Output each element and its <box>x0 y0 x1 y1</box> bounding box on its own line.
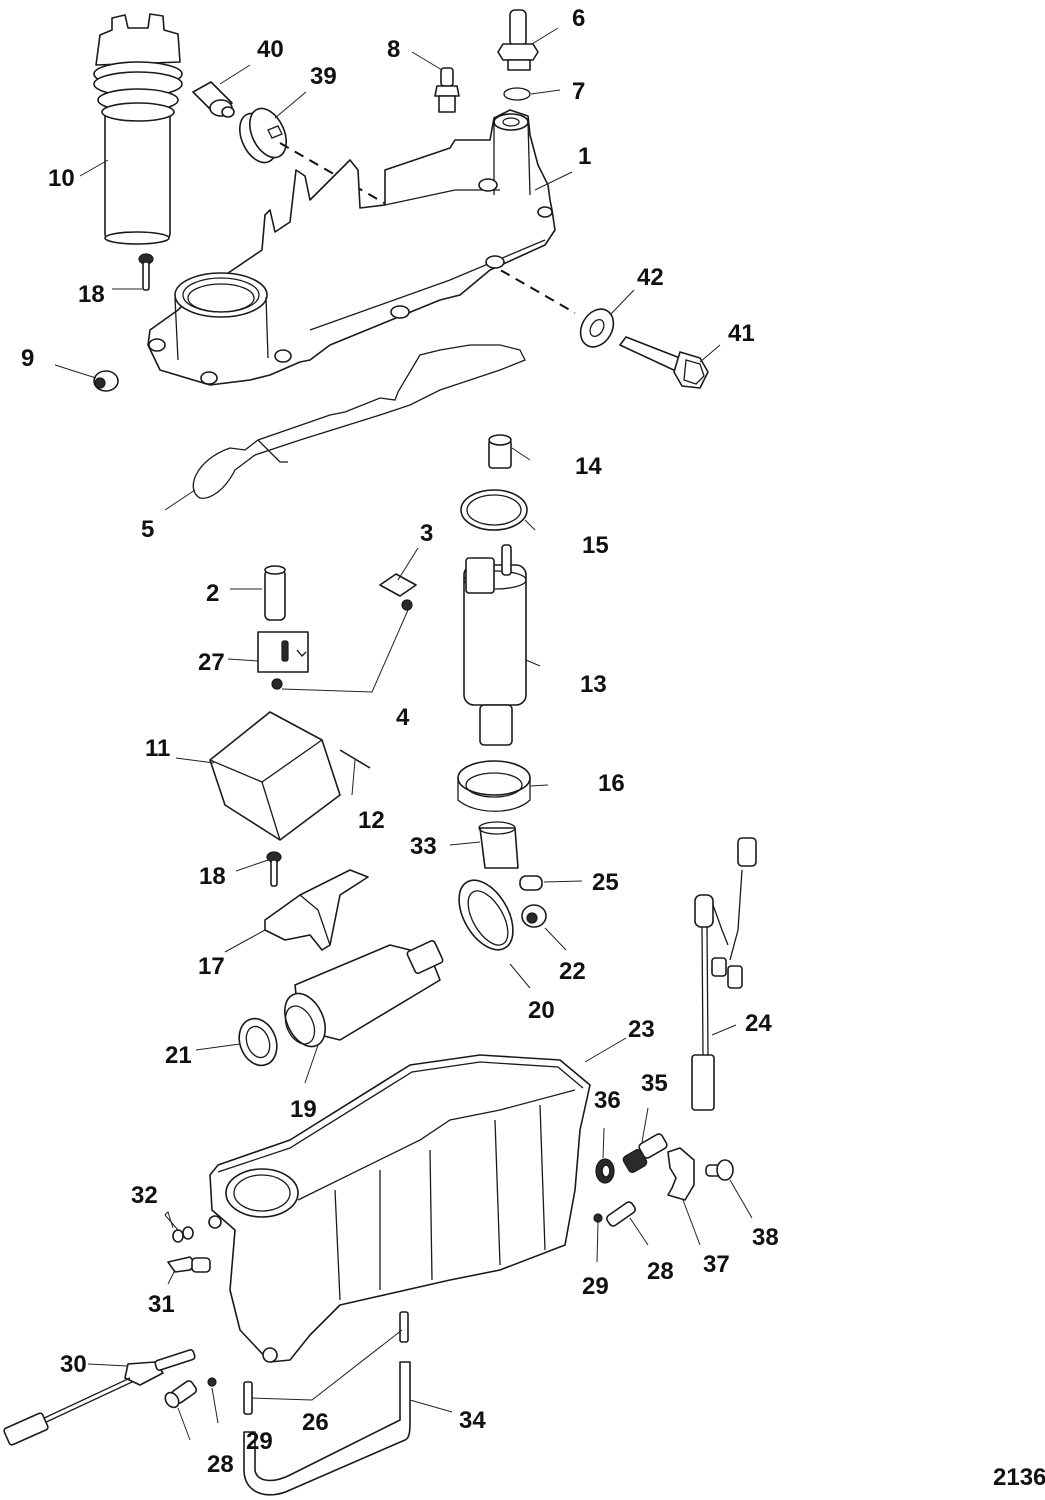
spacer-part <box>488 434 512 469</box>
flat-washer-part <box>238 1017 278 1067</box>
washer-part <box>579 308 615 348</box>
callout-16: 16 <box>598 770 625 797</box>
barb-fitting-part <box>243 1311 409 1415</box>
callout-30: 30 <box>60 1351 87 1378</box>
callout-2: 2 <box>206 580 219 607</box>
callout-39: 39 <box>310 63 337 90</box>
callout-37: 37 <box>703 1251 730 1278</box>
callout-32: 32 <box>131 1182 158 1209</box>
hose-fitting-part <box>497 9 539 71</box>
o-ring-pair-part <box>172 1226 194 1243</box>
callout-36: 36 <box>594 1087 621 1114</box>
callout-28-upper: 28 <box>647 1258 674 1285</box>
callout-42: 42 <box>637 264 664 291</box>
callout-25: 25 <box>592 869 619 896</box>
fitting-part <box>192 81 235 118</box>
callout-7: 7 <box>572 78 585 105</box>
valve-part <box>606 1201 636 1227</box>
screw-pair-part <box>271 599 413 690</box>
callout-38: 38 <box>752 1224 779 1251</box>
callout-14: 14 <box>575 453 602 480</box>
callout-22: 22 <box>559 958 586 985</box>
screw-part-lower <box>266 851 282 887</box>
sleeve-part <box>457 760 531 812</box>
control-module-part <box>209 711 341 841</box>
bracket-plate-part <box>379 573 417 597</box>
fuel-pump-horizontal-part <box>284 939 444 1048</box>
callout-29-upper: 29 <box>582 1273 609 1300</box>
leader-lines <box>54 27 753 1441</box>
callout-4: 4 <box>396 704 410 731</box>
callout-21: 21 <box>165 1042 192 1069</box>
drain-fitting-part <box>622 1133 668 1173</box>
screw-part <box>138 253 154 291</box>
callout-9: 9 <box>21 345 34 372</box>
plug-part <box>239 107 287 164</box>
callout-18-upper: 18 <box>78 281 105 308</box>
callout-12: 12 <box>358 807 385 834</box>
fuel-pump-part <box>463 544 527 746</box>
callout-6: 6 <box>572 5 585 32</box>
callout-41: 41 <box>728 320 755 347</box>
cup-part <box>478 821 519 869</box>
sensor-harness-part <box>3 1349 196 1446</box>
hose-part <box>243 1361 411 1496</box>
fuel-tray-housing-part <box>208 1054 591 1363</box>
callout-13: 13 <box>580 671 607 698</box>
nipple-fitting-part <box>434 67 460 113</box>
callout-5: 5 <box>141 516 154 543</box>
small-plug-part <box>519 875 543 891</box>
threaded-fitting-part <box>521 904 547 928</box>
callout-28-lower: 28 <box>207 1451 234 1478</box>
wiring-harness-part <box>691 837 757 1111</box>
gasket-part <box>192 344 526 499</box>
callout-40: 40 <box>257 36 284 63</box>
callout-15: 15 <box>582 532 609 559</box>
callout-18-lower: 18 <box>199 863 226 890</box>
pump-bracket-part <box>264 869 369 951</box>
kit-box-part <box>257 631 309 673</box>
callout-24: 24 <box>745 1010 772 1037</box>
callout-35: 35 <box>641 1070 668 1097</box>
callout-8: 8 <box>387 36 400 63</box>
figure-number: 2136 <box>993 1464 1045 1491</box>
callout-11: 11 <box>145 735 170 762</box>
callout-27: 27 <box>198 649 225 676</box>
callout-10: 10 <box>48 165 75 192</box>
check-valve-part <box>164 1380 198 1409</box>
fuel-filter-part <box>93 13 183 245</box>
cover-part <box>147 109 556 386</box>
seal-ring-part <box>460 489 528 531</box>
callout-1: 1 <box>578 143 591 170</box>
callout-23: 23 <box>628 1016 655 1043</box>
retaining-clip-part <box>667 1147 695 1201</box>
callout-labels: 1 2 3 4 5 6 7 8 9 10 11 12 13 14 15 16 1… <box>21 5 779 1478</box>
ball-part <box>207 1377 217 1387</box>
retaining-ring-part <box>458 879 514 951</box>
nut-part <box>93 370 119 392</box>
flange-bolt-part <box>705 1159 734 1181</box>
callout-26: 26 <box>302 1409 329 1436</box>
callout-3: 3 <box>420 520 433 547</box>
callout-19: 19 <box>290 1096 317 1123</box>
callout-33: 33 <box>410 833 437 860</box>
bolt-part <box>619 336 709 389</box>
callout-17: 17 <box>198 953 225 980</box>
grommet-part <box>595 1158 615 1184</box>
o-ring-part <box>503 87 531 101</box>
ball-part-upper <box>593 1213 603 1223</box>
pin-part <box>339 749 371 769</box>
elbow-fitting-part <box>167 1256 211 1273</box>
callout-29-lower: 29 <box>246 1428 273 1455</box>
callout-20: 20 <box>528 997 555 1024</box>
callout-31: 31 <box>148 1291 175 1318</box>
callout-34: 34 <box>459 1407 486 1434</box>
connector-part <box>264 565 286 621</box>
